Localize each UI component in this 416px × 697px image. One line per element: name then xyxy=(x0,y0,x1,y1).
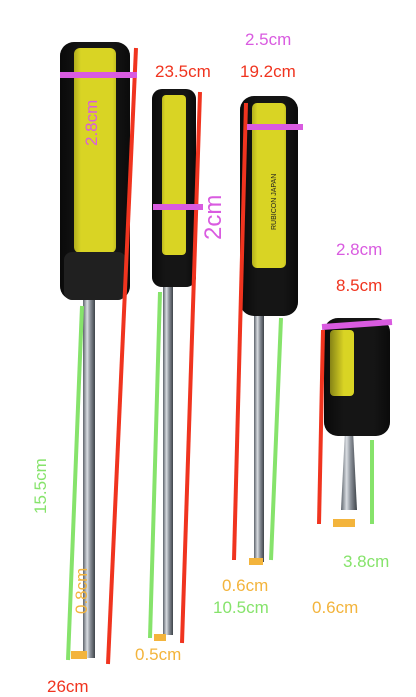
orange-tip-mark-2 xyxy=(154,634,166,641)
red-length-line-4 xyxy=(317,329,325,525)
label-d2-length: 23.5cm xyxy=(155,62,211,81)
label-d1-shaft: 15.5cm xyxy=(31,458,50,514)
screwdriver-2-shaft xyxy=(163,285,173,635)
screwdriver-4 xyxy=(324,318,390,510)
screwdriver-3-brand-text: RUBICON JAPAN xyxy=(271,174,278,230)
screwdriver-2 xyxy=(152,89,196,635)
label-d4-width: 2.8cm xyxy=(336,240,383,259)
screwdriver-1-shaft xyxy=(83,300,95,658)
screwdriver-3-shaft xyxy=(254,312,264,562)
green-shaft-line-1 xyxy=(66,305,84,661)
label-d3-length: 19.2cm xyxy=(240,62,296,81)
label-d1-width: 2.8cm xyxy=(82,99,101,146)
red-length-line-1 xyxy=(106,47,138,665)
screwdriver-1 xyxy=(60,42,130,658)
magenta-width-mark-4 xyxy=(321,319,393,330)
screwdriver-3: RUBICON JAPAN xyxy=(240,96,298,562)
red-length-line-2 xyxy=(180,91,202,644)
green-shaft-line-2 xyxy=(148,291,162,639)
label-d4-shaft: 3.8cm xyxy=(343,552,390,571)
label-d1-tip: 0.8cm xyxy=(72,567,91,614)
label-d4-length: 8.5cm xyxy=(336,276,383,295)
orange-tip-mark-1 xyxy=(71,651,87,659)
label-d3-tip: 0.6cm xyxy=(222,576,269,595)
orange-tip-mark-4 xyxy=(333,519,355,527)
green-shaft-line-3 xyxy=(269,317,283,561)
label-d3-handle: 2cm xyxy=(200,194,227,240)
label-d3-shaft: 10.5cm xyxy=(213,598,269,617)
screwdriver-1-collar xyxy=(64,252,126,300)
screwdriver-4-shaft xyxy=(341,430,357,510)
label-d2-tip: 0.5cm xyxy=(135,645,182,664)
label-d2-width: 2.5cm xyxy=(245,30,292,49)
label-d1-length: 26cm xyxy=(47,677,89,696)
label-d4-tip: 0.6cm xyxy=(312,598,359,617)
orange-tip-mark-3 xyxy=(249,558,263,565)
red-length-line-3 xyxy=(232,102,248,561)
